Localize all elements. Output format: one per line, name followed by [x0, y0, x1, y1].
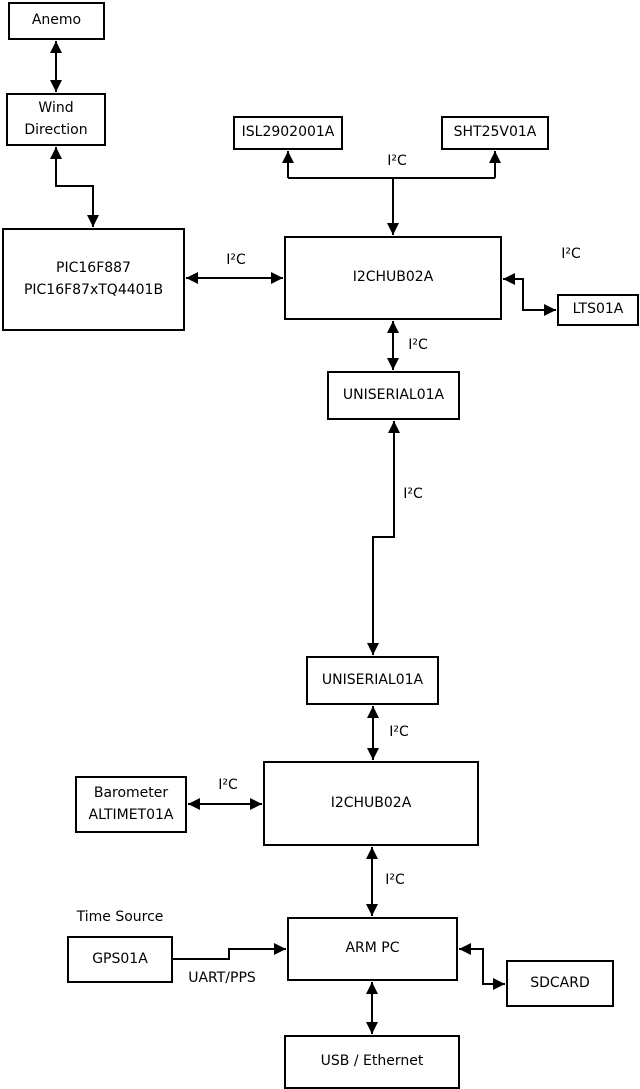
node-arm-pc: ARM PC [287, 917, 458, 981]
node-label: LTS01A [572, 301, 624, 318]
node-label: UNISERIAL01A [342, 386, 445, 403]
bus-label-i2c-hub-uniserial-upper: I²C [408, 337, 428, 353]
node-label: UNISERIAL01A [321, 671, 424, 688]
node-label: Wind Direction [24, 99, 88, 138]
node-label: PIC16F887 PIC16F87xTQ4401B [23, 259, 164, 298]
node-lts01a: LTS01A [557, 294, 639, 326]
edge-uniserial-link [367, 421, 400, 655]
node-label: Anemo [31, 12, 82, 29]
node-i2chub-upper: I2CHUB02A [284, 236, 502, 320]
node-label: ISL2902001A [241, 124, 335, 141]
bus-label-i2c-hub-armpc: I²C [385, 872, 405, 888]
bus-label-i2c-uniserial-link: I²C [403, 486, 423, 502]
node-sdcard: SDCARD [506, 960, 614, 1007]
bus-label-i2c-uniserial-hub-lower: I²C [389, 724, 409, 740]
bus-label-i2c-hub-lts: I²C [561, 246, 581, 262]
node-label: I2CHUB02A [352, 269, 434, 286]
bus-label-i2c-pic-hub: I²C [226, 252, 246, 268]
annotation-time-source: Time Source [76, 909, 164, 925]
node-label: USB / Ethernet [320, 1053, 424, 1070]
node-label: SDCARD [530, 974, 590, 991]
node-label: ARM PC [345, 940, 400, 957]
node-usb-ethernet: USB / Ethernet [284, 1035, 460, 1089]
edge-armpc-sdcard [459, 943, 505, 990]
node-label: GPS01A [92, 950, 148, 967]
edge-i2chub-upper-lts [503, 273, 556, 316]
node-uniserial-lower: UNISERIAL01A [306, 656, 439, 705]
bus-label-i2c-sensors-top: I²C [387, 153, 407, 169]
bus-label-uart-pps: UART/PPS [188, 970, 256, 986]
node-anemo: Anemo [8, 2, 105, 40]
node-sht25v01a: SHT25V01A [441, 116, 549, 150]
node-pic-mcu: PIC16F887 PIC16F87xTQ4401B [2, 228, 185, 331]
edge-gps-armpc [173, 943, 286, 960]
node-label: SHT25V01A [453, 124, 537, 141]
bus-label-i2c-barometer-hub: I²C [218, 777, 238, 793]
node-uniserial-upper: UNISERIAL01A [327, 371, 460, 420]
node-i2chub-lower: I2CHUB02A [263, 761, 479, 846]
node-isl2902001a: ISL2902001A [233, 116, 343, 150]
node-label: Barometer ALTIMET01A [88, 784, 174, 823]
node-label: I2CHUB02A [330, 794, 412, 811]
node-gps01a: GPS01A [67, 936, 173, 983]
node-wind-direction: Wind Direction [6, 93, 106, 146]
edge-winddirection-pic [50, 147, 99, 227]
node-barometer: Barometer ALTIMET01A [75, 776, 187, 833]
